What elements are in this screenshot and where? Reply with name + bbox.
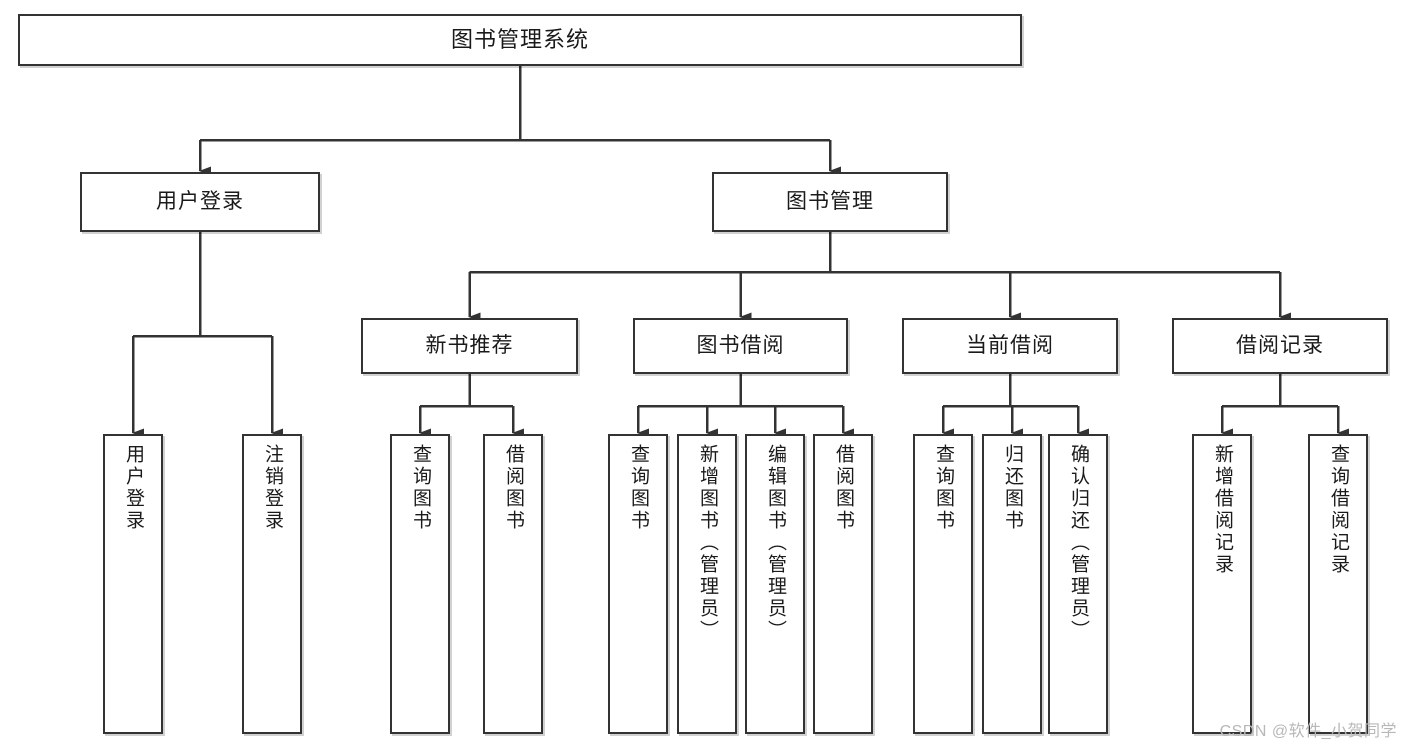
node-label: 查询图书 — [409, 444, 431, 532]
node-leaf-borrow-4[interactable]: 借阅图书 — [813, 434, 873, 734]
node-label: 图书管理系统 — [450, 26, 589, 52]
node-label: 当前借阅 — [966, 334, 1054, 358]
node-newbook[interactable]: 新书推荐 — [361, 318, 578, 374]
node-label: 新书推荐 — [425, 334, 514, 358]
node-label: 用户登录 — [122, 444, 144, 532]
node-root[interactable]: 图书管理系统 — [18, 14, 1022, 66]
node-label: 注销登录 — [261, 444, 283, 532]
node-label: 编辑图书（管理员） — [764, 444, 786, 642]
node-label: 图书管理 — [786, 190, 874, 214]
node-records[interactable]: 借阅记录 — [1172, 318, 1388, 374]
node-borrow[interactable]: 图书借阅 — [633, 318, 848, 374]
node-label: 查询图书 — [627, 444, 649, 532]
node-label: 借阅记录 — [1236, 334, 1324, 358]
node-label: 新增借阅记录 — [1211, 444, 1233, 576]
node-leaf-borrow-1[interactable]: 查询图书 — [608, 434, 668, 734]
node-label: 查询图书 — [932, 444, 954, 532]
node-leaf-borrow-3[interactable]: 编辑图书（管理员） — [745, 434, 805, 734]
node-leaf-login-1[interactable]: 用户登录 — [103, 434, 163, 734]
node-label: 图书借阅 — [696, 334, 785, 358]
node-label: 用户登录 — [156, 190, 244, 214]
node-label: 借阅图书 — [832, 444, 854, 532]
node-leaf-new-1[interactable]: 查询图书 — [390, 434, 450, 734]
node-current[interactable]: 当前借阅 — [902, 318, 1118, 374]
node-leaf-cur-1[interactable]: 查询图书 — [913, 434, 973, 734]
node-label: 确认归还（管理员） — [1067, 444, 1089, 642]
node-label: 借阅图书 — [502, 444, 524, 532]
node-leaf-cur-2[interactable]: 归还图书 — [982, 434, 1042, 734]
node-label: 新增图书（管理员） — [696, 444, 718, 642]
node-leaf-rec-1[interactable]: 新增借阅记录 — [1192, 434, 1252, 734]
node-leaf-rec-2[interactable]: 查询借阅记录 — [1308, 434, 1368, 734]
node-leaf-new-2[interactable]: 借阅图书 — [483, 434, 543, 734]
node-label: 查询借阅记录 — [1327, 444, 1349, 576]
csdn-watermark: CSDN @软件_小贺同学 — [1219, 723, 1397, 740]
node-leaf-cur-3[interactable]: 确认归还（管理员） — [1048, 434, 1108, 734]
node-leaf-borrow-2[interactable]: 新增图书（管理员） — [677, 434, 737, 734]
node-leaf-login-2[interactable]: 注销登录 — [242, 434, 302, 734]
node-login[interactable]: 用户登录 — [80, 172, 320, 232]
node-bookmgmt[interactable]: 图书管理 — [712, 172, 948, 232]
node-label: 归还图书 — [1001, 444, 1023, 532]
